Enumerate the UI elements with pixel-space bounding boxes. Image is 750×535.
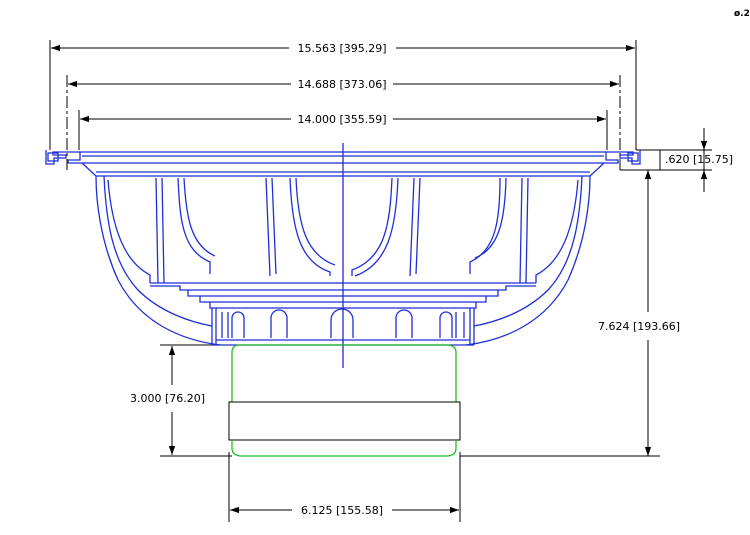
magnet-assembly: [228, 344, 461, 457]
vent-slots: [221, 308, 465, 338]
top-extension-lines: [49, 40, 637, 170]
dimension-magnet-diameter-label: 6.125 [155.58]: [301, 504, 383, 517]
dimension-mounting-depth: 7.624 [193.66]: [460, 170, 680, 457]
dimension-overall-outer: 15.563 [395.29]: [51, 42, 635, 55]
dimension-overall-outer-label: 15.563 [395.29]: [297, 42, 386, 55]
dimension-flange-thickness-label: .620 [15.75]: [665, 153, 733, 166]
dimension-mounting-label: 14.688 [373.06]: [297, 78, 386, 91]
dimension-cutout-label: 14.000 [355.59]: [297, 113, 386, 126]
dimension-magnet-height-label: 3.000 [76.20]: [130, 392, 205, 405]
corner-diameter-label: ø.2: [734, 9, 750, 19]
dimension-magnet-diameter: 6.125 [155.58]: [228, 452, 461, 522]
dimension-mounting-depth-label: 7.624 [193.66]: [598, 320, 680, 333]
dimension-mounting: 14.688 [373.06]: [68, 78, 619, 91]
basket-ribs: [155, 177, 529, 284]
magnet-plate: [228, 401, 461, 441]
speaker-basket: [45, 143, 641, 368]
dimension-cutout: 14.000 [355.59]: [80, 113, 606, 126]
dimension-flange-thickness: .620 [15.75]: [620, 128, 733, 192]
dimension-magnet-height: 3.000 [76.20]: [130, 344, 232, 457]
